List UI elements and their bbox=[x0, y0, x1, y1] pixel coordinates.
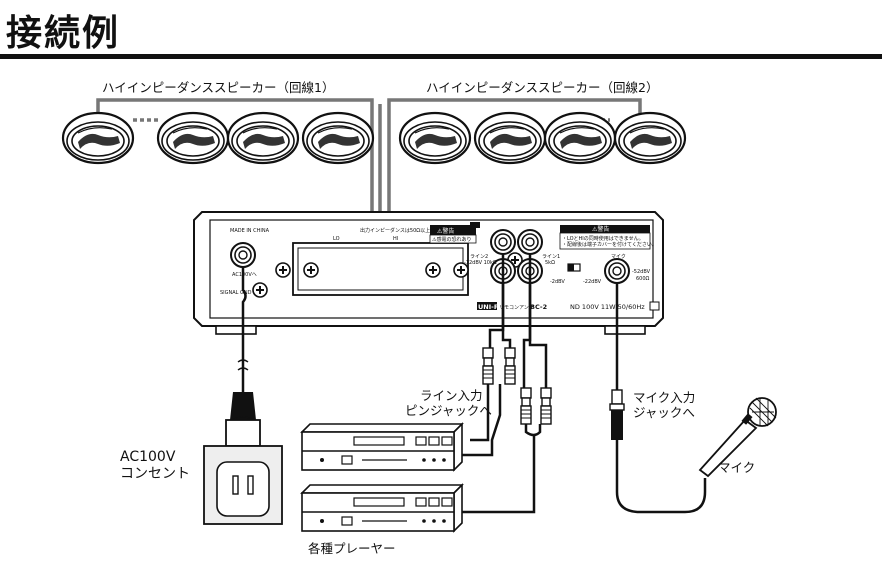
panel-model: BC-2 bbox=[530, 303, 547, 311]
panel-lo-label: LO bbox=[333, 236, 340, 242]
panel-hi-label: HI bbox=[393, 236, 398, 242]
player-device-icon bbox=[301, 484, 463, 532]
panel-line2-spec: -12dBV 10kΩ bbox=[464, 260, 497, 266]
mic-input-label-1: マイク入力 bbox=[633, 390, 696, 405]
speaker-icon bbox=[156, 111, 230, 165]
microphone-icon bbox=[698, 397, 777, 478]
page-title: 接続例 bbox=[6, 13, 121, 54]
panel-made-in: MADE IN CHINA bbox=[230, 228, 270, 234]
speaker-icon bbox=[473, 111, 547, 165]
line-input-label-1: ライン入力 bbox=[420, 388, 483, 403]
rca-plug-icon bbox=[520, 387, 532, 425]
panel-line1-label: ライン1 bbox=[542, 254, 560, 260]
ac-label-2: コンセント bbox=[120, 466, 190, 482]
panel-mic-spec2: 600Ω bbox=[636, 276, 650, 282]
ac-inlet-icon bbox=[230, 242, 256, 268]
screw-icon bbox=[303, 262, 319, 278]
speaker-icon bbox=[61, 111, 135, 165]
player-device-icon bbox=[301, 423, 463, 471]
panel-mic-label: マイク bbox=[611, 254, 626, 260]
panel-warning-title: ⚠警告 bbox=[437, 227, 454, 235]
speaker-icon bbox=[226, 111, 300, 165]
rca-cable-line1 bbox=[462, 254, 548, 514]
rca-cable-line2 bbox=[462, 254, 512, 457]
panel-ac-label: AC100Vへ bbox=[232, 272, 257, 278]
panel-signal-gnd: SIGNAL GND bbox=[220, 290, 252, 296]
speaker-icon bbox=[613, 111, 687, 165]
ground-screw-icon bbox=[252, 282, 268, 298]
panel-warning-right-title: ⚠警告 bbox=[592, 225, 609, 233]
line-input-label-2: ピンジャックへ bbox=[405, 403, 492, 418]
mic-cable bbox=[609, 283, 707, 514]
speaker-cable-line1 bbox=[96, 98, 382, 212]
amplifier-unit bbox=[193, 211, 664, 335]
panel-line1-spec: 5kΩ bbox=[545, 260, 555, 266]
screw-icon bbox=[275, 262, 291, 278]
panel-rating: ND 100V 11W 50/60Hz bbox=[570, 303, 645, 311]
speaker-icon bbox=[301, 111, 375, 165]
rca-plug-icon bbox=[482, 347, 494, 385]
panel-switch-right: -22dBV bbox=[583, 279, 602, 285]
mic-input-label-2: ジャックへ bbox=[633, 405, 695, 420]
wall-outlet-icon bbox=[203, 445, 283, 525]
panel-line2-label: ライン2 bbox=[470, 254, 488, 260]
rca-plug-icon bbox=[504, 347, 516, 385]
panel-mic-spec1: -52dBV bbox=[632, 269, 651, 275]
panel-warning-right-line1: ・LOとHIの同時使用はできません。 bbox=[562, 235, 644, 242]
rca-jack-icon bbox=[490, 229, 516, 255]
speaker-line2-label: ハイインピーダンススピーカー（回線2） bbox=[426, 80, 659, 95]
rca-plug-icon bbox=[540, 387, 552, 425]
panel-warning-right-line2: ・配線後は端子カバーを付けてください。 bbox=[562, 241, 657, 248]
speaker-icon bbox=[398, 111, 472, 165]
microphone-label: マイク bbox=[718, 460, 756, 475]
speaker-cable-line2 bbox=[387, 98, 642, 212]
panel-speaker-note: 出力インピーダンスは50Ω以上 bbox=[360, 227, 430, 234]
ac-label-1: AC100V bbox=[120, 449, 176, 465]
speaker-icon bbox=[543, 111, 617, 165]
players-label: 各種プレーヤー bbox=[308, 541, 396, 556]
screw-icon bbox=[425, 262, 441, 278]
panel-warning-small: ⚠感電の恐れあり bbox=[432, 236, 471, 243]
panel-brand: UNI-PEX bbox=[478, 303, 508, 311]
speaker-line1-label: ハイインピーダンススピーカー（回線1） bbox=[102, 80, 335, 95]
title-rule bbox=[0, 54, 882, 59]
rca-jack-icon bbox=[517, 229, 543, 255]
mic-jack-icon bbox=[604, 258, 630, 284]
panel-remote-label: リモコンアンプ bbox=[499, 305, 534, 311]
panel-switch-left: -2dBV bbox=[550, 279, 565, 285]
